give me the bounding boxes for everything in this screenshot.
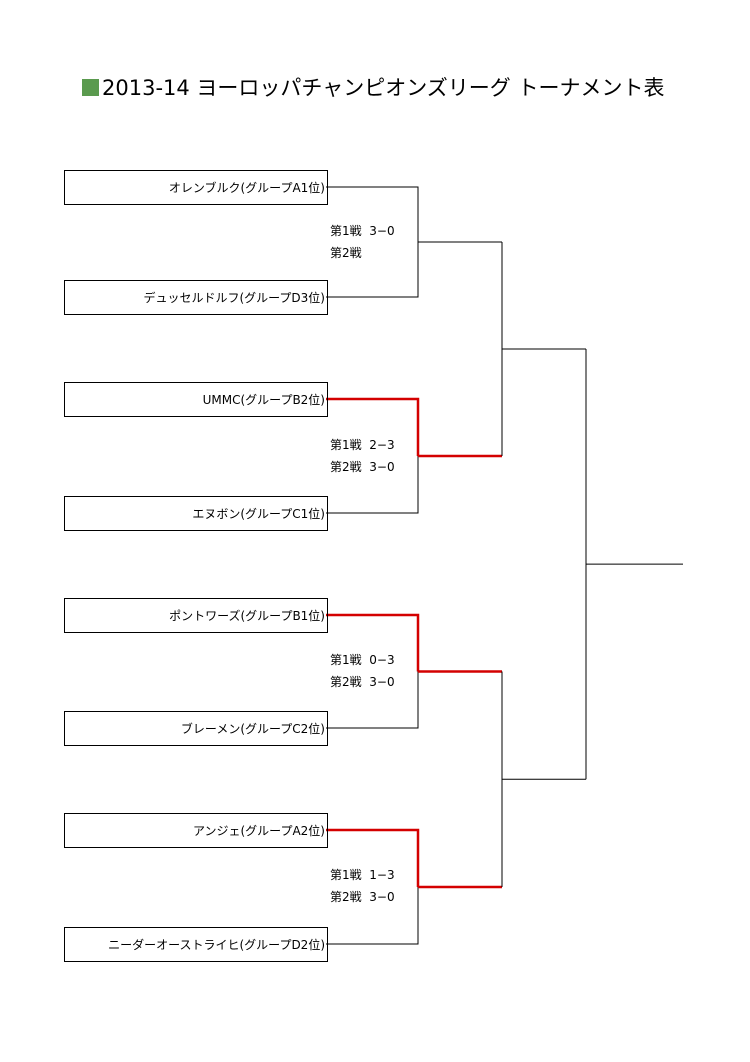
bracket-line (326, 186, 419, 242)
match-score: 第1戦 1−3 第2戦 3−0 (330, 864, 395, 908)
title-text: 2013-14 ヨーロッパチャンピオンズリーグ トーナメント表 (102, 76, 665, 100)
bracket-line (326, 828, 420, 887)
green-square-icon (82, 78, 99, 96)
team-name: ポントワーズ(グループB1位) (169, 609, 325, 623)
team-name: UMMC(グループB2位) (202, 393, 325, 407)
leg1-score: 第1戦 2−3 (330, 438, 395, 452)
bracket-line (326, 456, 419, 514)
leg2-score: 第2戦 3−0 (330, 460, 395, 474)
leg1-score: 第1戦 3−0 (330, 224, 395, 238)
team-name: オレンブルク(グループA1位) (168, 181, 325, 195)
bracket-line (326, 887, 419, 945)
team-box: エヌボン(グループC1位) (64, 496, 328, 531)
team-box: ポントワーズ(グループB1位) (64, 598, 328, 633)
team-name: ブレーメン(グループC2位) (180, 722, 325, 736)
bracket-line (326, 242, 419, 298)
team-name: デュッセルドルフ(グループD3位) (143, 291, 325, 305)
team-box: UMMC(グループB2位) (64, 382, 328, 417)
team-box: ブレーメン(グループC2位) (64, 711, 328, 746)
team-name: アンジェ(グループA2位) (192, 824, 325, 838)
match-score: 第1戦 2−3 第2戦 3−0 (330, 434, 395, 478)
match-score: 第1戦 3−0 第2戦 (330, 220, 395, 264)
leg1-score: 第1戦 0−3 (330, 653, 395, 667)
team-box: オレンブルク(グループA1位) (64, 170, 328, 205)
bracket-line (326, 671, 419, 729)
leg2-score: 第2戦 3−0 (330, 890, 395, 904)
team-name: エヌボン(グループC1位) (192, 507, 325, 521)
team-box: デュッセルドルフ(グループD3位) (64, 280, 328, 315)
bracket-line (326, 613, 420, 672)
bracket-line (326, 397, 420, 456)
team-box: アンジェ(グループA2位) (64, 813, 328, 848)
team-box: ニーダーオーストライヒ(グループD2位) (64, 927, 328, 962)
leg2-score: 第2戦 3−0 (330, 675, 395, 689)
match-score: 第1戦 0−3 第2戦 3−0 (330, 649, 395, 693)
leg1-score: 第1戦 1−3 (330, 868, 395, 882)
page-title: 2013-14 ヨーロッパチャンピオンズリーグ トーナメント表 (82, 72, 664, 102)
team-name: ニーダーオーストライヒ(グループD2位) (108, 938, 325, 952)
leg2-score: 第2戦 (330, 246, 362, 260)
